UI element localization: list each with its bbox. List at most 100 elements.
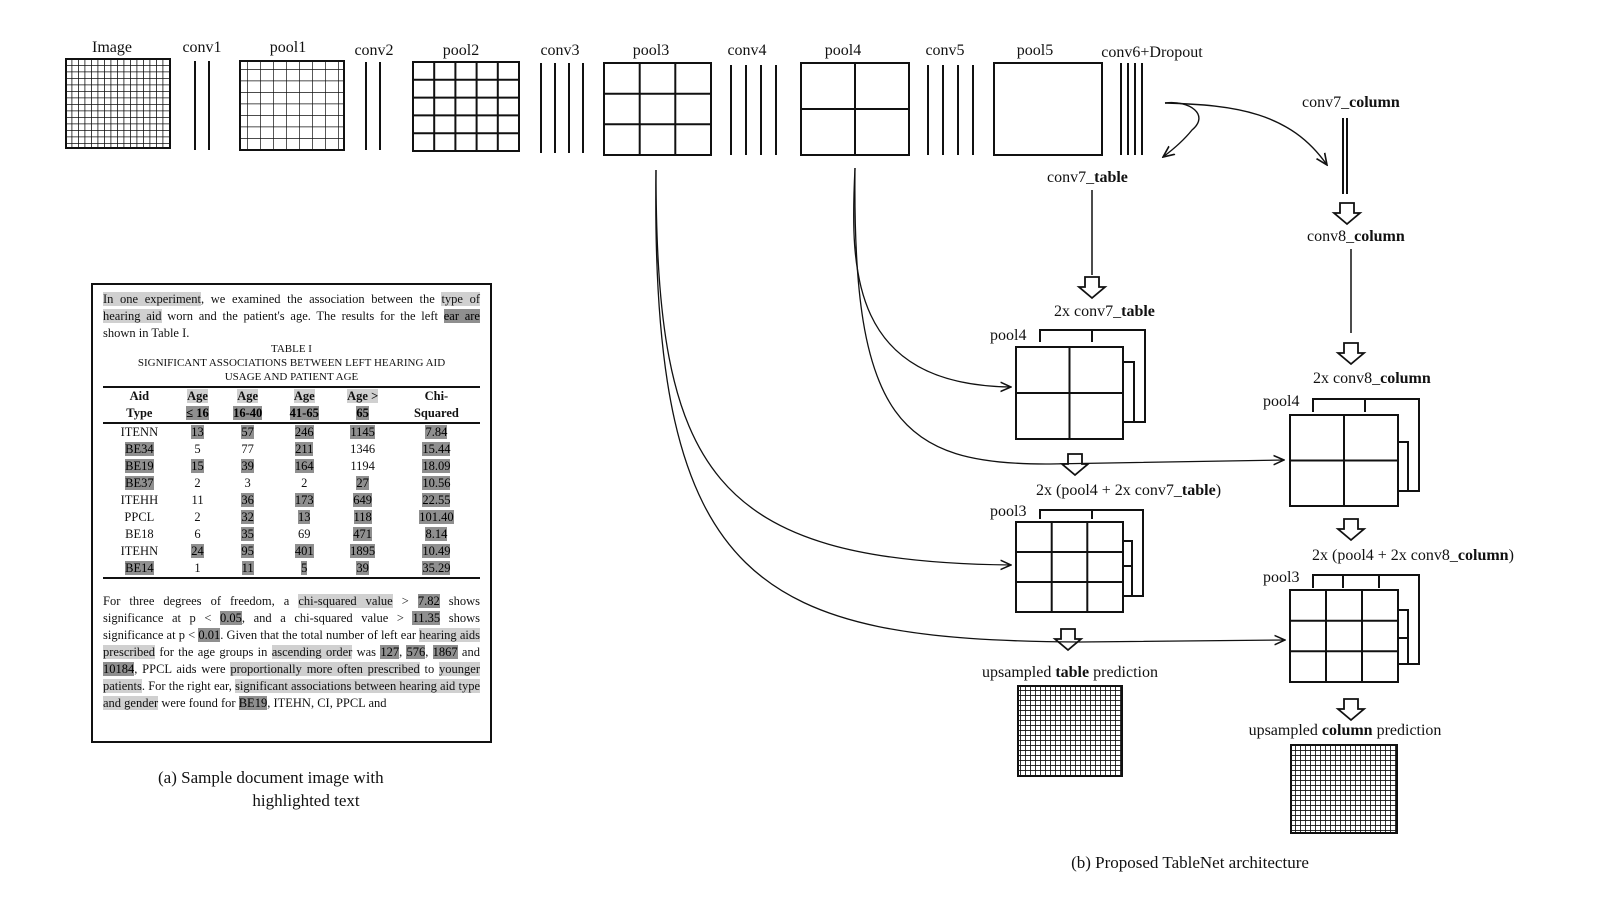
table-cell: BE37	[125, 476, 154, 490]
table-cell: BE34	[125, 442, 154, 456]
text-run: to	[419, 662, 440, 676]
table-cell: 39	[241, 459, 254, 473]
table-cell: 649	[353, 493, 373, 507]
conv4-block	[730, 65, 777, 155]
label-2x-pool4-conv8-column: 2x (pool4 + 2x conv8_column)	[1312, 547, 1514, 564]
table-cell: BE19	[125, 459, 154, 473]
label-pool3: pool3	[633, 42, 669, 59]
table-cell: 6	[194, 527, 201, 541]
caption-b: (b) Proposed TableNet architecture	[1071, 853, 1309, 872]
label-pool4: pool4	[825, 42, 861, 59]
conv5-block	[927, 65, 974, 155]
label-conv5: conv5	[925, 42, 964, 59]
table-cell: 3	[244, 476, 251, 490]
table-cell: 8.14	[425, 527, 448, 541]
hollow-arrow-to-up1-column	[1335, 342, 1367, 366]
table-cell: 77	[241, 442, 254, 456]
skip-pool4-to-2x-column	[854, 167, 1284, 464]
table-cell: 35	[241, 527, 254, 541]
conv6-dropout-block	[1120, 63, 1143, 155]
table-caption-line2: USAGE AND PATIENT AGE	[224, 371, 359, 383]
hollow-arrow-to-conv8-column	[1331, 202, 1363, 226]
table-cell: ITEHN	[120, 544, 159, 558]
header-cell: Type	[103, 405, 176, 424]
highlight: proportionally more often prescribed	[230, 662, 420, 676]
text-run: and	[457, 645, 480, 659]
header-cell: Squared	[392, 405, 480, 424]
table-cell: 15	[191, 459, 204, 473]
table-cell: 2	[194, 510, 201, 524]
table-cell: 10.49	[422, 544, 451, 558]
header-cell: Aid	[103, 386, 176, 405]
text-run: For three degrees of freedom, a	[103, 594, 299, 608]
table-row: PPCL 2 32 13 118 101.40	[103, 509, 480, 526]
skip-pool3-to-4x-column	[655, 169, 1285, 642]
table-cell: 36	[241, 493, 254, 507]
table-cell: 118	[353, 510, 372, 524]
label-pool5: pool5	[1017, 42, 1053, 59]
label-2x-pool4-conv7-table: 2x (pool4 + 2x conv7_table)	[1036, 482, 1221, 499]
table-cell: 1194	[350, 459, 375, 473]
highlight: chi-squared value	[298, 594, 393, 608]
table-cell: 173	[294, 493, 314, 507]
header-cell: Chi-	[392, 386, 480, 405]
table-cell: 1346	[350, 442, 376, 456]
highlight-dark: 7.82	[417, 594, 440, 608]
table-caption-line1: SIGNIFICANT ASSOCIATIONS BETWEEN LEFT HE…	[137, 357, 446, 369]
highlight-dark: 576	[406, 645, 426, 659]
table-cell: 69	[297, 527, 311, 541]
table-cell: ITEHH	[120, 493, 159, 507]
conv7-column-block	[1342, 118, 1348, 194]
header-cell: ≤ 16	[175, 405, 220, 424]
hollow-arrow-to-up1-table	[1076, 276, 1108, 300]
label-2x-conv7-table: 2x conv7_table	[1054, 303, 1155, 320]
highlight-dark: 0.05	[220, 611, 242, 625]
label-conv2: conv2	[354, 42, 393, 59]
label-pool3-table: pool3	[990, 503, 1026, 520]
table-row: BE34 5 77 211 1346 15.44	[103, 441, 480, 458]
table-cell: 11	[219, 560, 276, 579]
highlight-dark: 0.01	[198, 628, 221, 642]
table-cell: 5	[275, 560, 333, 579]
label-upsampled-column-prediction: upsampled column prediction	[1249, 722, 1442, 739]
text-run: . For the right ear,	[141, 679, 236, 693]
highlight-dark: ear are	[443, 309, 480, 323]
text-run: , PPCL aids were	[134, 662, 231, 676]
text-run: ,	[425, 645, 433, 659]
header-cell: Age	[275, 386, 333, 405]
table-header-row: Aid Age Age Age Age > Chi-	[103, 386, 480, 405]
table-cell: 57	[241, 425, 254, 439]
label-pool4-table: pool4	[990, 327, 1026, 344]
text-run: shows significance at p <	[103, 611, 480, 642]
hollow-arrow-to-up2-column	[1335, 518, 1367, 542]
skip-pool3-to-4x-table	[655, 169, 1011, 565]
text-run: shown in Table I.	[103, 326, 190, 340]
table-cell: 101.40	[419, 510, 454, 524]
label-conv1: conv1	[182, 39, 221, 56]
pool5-block	[993, 62, 1103, 156]
label-conv6: conv6+Dropout	[1101, 44, 1203, 61]
table-cell: BE14	[103, 560, 176, 579]
label-conv3: conv3	[540, 42, 579, 59]
table-row: BE37 2 3 2 27 10.56	[103, 475, 480, 492]
upsampled-4x-column-block	[1289, 574, 1420, 683]
header-cell: Age	[219, 386, 276, 405]
text-run: . Given that the total number of left ea…	[220, 628, 420, 642]
header-cell: Age	[175, 386, 220, 405]
input-image-grid	[65, 58, 171, 149]
label-pool4-column: pool4	[1263, 393, 1299, 410]
highlight: In one experiment	[103, 292, 201, 306]
table-cell: 35.29	[392, 560, 480, 579]
text-run: shows significance at p <	[103, 594, 480, 625]
hollow-arrow-to-up2-table	[1059, 453, 1091, 477]
text-run: , we examined the association between th…	[200, 292, 442, 306]
table-row: BE14 1 11 5 39 35.29	[103, 560, 480, 579]
table-cell: 15.44	[422, 442, 451, 456]
table-cell: 18.09	[422, 459, 451, 473]
table-row: ITEHN 24 95 401 1895 10.49	[103, 543, 480, 560]
label-conv4: conv4	[727, 42, 766, 59]
upsampled-2x-column-block	[1289, 398, 1420, 507]
table-cell: 22.55	[422, 493, 451, 507]
arrow-conv6-to-conv7-column	[1164, 102, 1327, 165]
caption-a-line2: highlighted text	[252, 791, 359, 810]
